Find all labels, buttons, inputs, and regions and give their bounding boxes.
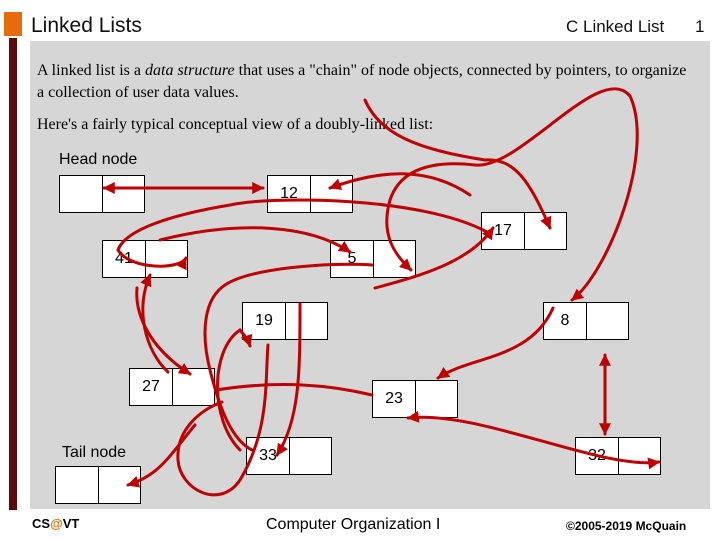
pointer-arrow — [176, 343, 270, 497]
view-paragraph: Here's a fairly typical conceptual view … — [37, 116, 434, 133]
title-accent-square — [4, 12, 22, 36]
list-node: 8 — [543, 302, 629, 340]
pointer-arrow — [158, 226, 352, 254]
pointer-arrow — [275, 302, 302, 457]
footer-course-suffix: VT — [62, 516, 80, 531]
intro-text-start: A linked list is a — [37, 62, 145, 79]
pointer-arrow — [328, 172, 472, 197]
footer-copyright: ©2005-2019 McQuain — [566, 519, 687, 533]
pointer-arrow — [140, 273, 170, 374]
pointer-arrow — [203, 262, 374, 452]
pointer-arrow — [363, 98, 487, 162]
footer-course-prefix: CS — [32, 516, 51, 531]
pointer-arrow — [483, 158, 552, 230]
footer-title: Computer Organization I — [266, 516, 441, 533]
slide-title: Linked Lists — [31, 14, 142, 37]
intro-text-end: that uses a "chain" of node objects, con… — [37, 62, 687, 101]
intro-emphasis: data structure — [145, 62, 235, 79]
list-node: 33 — [246, 437, 332, 475]
node-value: 12 — [280, 185, 298, 202]
list-node: 17 — [481, 212, 567, 250]
tail-node-label: Tail node — [62, 444, 127, 461]
node-value: 8 — [560, 312, 570, 329]
pointer-arrow — [373, 226, 495, 290]
node-value: 27 — [142, 378, 160, 395]
list-node: 19 — [242, 302, 328, 340]
pointer-arrow — [436, 306, 555, 380]
list-node: 41 — [102, 240, 188, 278]
node-value: 19 — [255, 312, 273, 329]
footer-course-at: @ — [50, 516, 63, 531]
node-value: 17 — [494, 222, 512, 239]
section-title: C Linked List — [566, 17, 665, 36]
pointer-arrow — [116, 198, 489, 252]
head-node — [59, 175, 145, 213]
pointer-arrow — [385, 87, 632, 272]
pointer-arrow — [406, 410, 661, 470]
pointer-arrow — [570, 94, 639, 302]
left-accent-bar — [9, 38, 17, 510]
pointer-arrow — [126, 423, 197, 488]
pointer-arrow — [116, 248, 188, 271]
pointer-arrow — [216, 328, 242, 452]
footer-course: CS@VT — [32, 516, 79, 531]
node-value: 23 — [385, 390, 403, 407]
page-number: 1 — [695, 17, 705, 36]
node-value: 5 — [347, 250, 357, 267]
pointer-arrow — [238, 328, 253, 348]
head-node-label: Head node — [59, 151, 138, 168]
node-value: 33 — [259, 447, 277, 464]
pointer-arrow — [214, 383, 374, 397]
list-node: 27 — [129, 368, 215, 406]
intro-paragraph: A linked list is a data structure that u… — [37, 60, 697, 104]
